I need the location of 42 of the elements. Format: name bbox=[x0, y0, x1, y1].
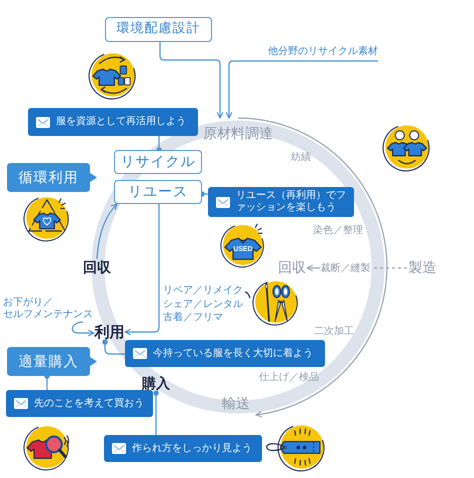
tip-banner bbox=[104, 435, 262, 462]
dashed-line bbox=[371, 267, 407, 269]
tip-banner bbox=[125, 340, 325, 367]
category-box: リユース bbox=[114, 180, 202, 204]
process-step-label: 二次加工 bbox=[313, 325, 355, 338]
tip-text: 作られ方をしっかり見よう bbox=[132, 442, 252, 454]
arrow bbox=[226, 60, 378, 119]
tip-text: 服を資源として再活用しよう bbox=[56, 116, 186, 128]
process-step-label: 仕上げ／検品 bbox=[258, 371, 320, 384]
tip-banner bbox=[208, 187, 354, 217]
tip-banner bbox=[28, 108, 198, 136]
callout-tag: 適量購入 bbox=[7, 347, 97, 376]
tip-text: 今持っている服を長く大切に着よう bbox=[153, 348, 313, 360]
tip-banner bbox=[6, 390, 153, 417]
arrow bbox=[124, 204, 160, 336]
concept-box: 環境配慮設計 bbox=[105, 17, 212, 42]
stage-label: 製造 bbox=[407, 260, 438, 277]
arrow bbox=[306, 264, 320, 272]
dot-connector bbox=[156, 136, 162, 153]
dot-connector bbox=[153, 390, 159, 435]
callout-tag: 循環利用 bbox=[7, 163, 97, 192]
arrow bbox=[238, 117, 388, 418]
arrow bbox=[72, 321, 95, 336]
stage-label: 回収 bbox=[277, 260, 307, 277]
arrow bbox=[159, 42, 224, 119]
option-note: お下がり／セルフメンテナンス bbox=[3, 297, 95, 322]
leader-line bbox=[244, 291, 251, 298]
process-step-label: 染色／整理 bbox=[312, 224, 364, 237]
phase-label: 購入 bbox=[140, 375, 172, 393]
option-list: リペア／リメイク シェア／レンタル 古着／フリマ bbox=[163, 284, 245, 325]
phase-label: 利用 bbox=[94, 323, 125, 342]
stage-label: 原材料調達 bbox=[196, 118, 280, 142]
process-step-label: 紡績 bbox=[290, 151, 312, 164]
arrow bbox=[96, 203, 118, 260]
dot-connector bbox=[102, 339, 125, 355]
process-step-label: 裁断／縫製 bbox=[320, 262, 371, 275]
tip-text: リユース（再利用）でファッションを楽しもう bbox=[236, 190, 346, 214]
tip-text: 先のことを考えて買おう bbox=[34, 398, 144, 410]
phase-label: 回収 bbox=[82, 259, 112, 278]
source-note: 他分野のリサイクル素材 bbox=[266, 46, 378, 61]
stage-label: 輸送 bbox=[216, 396, 256, 418]
category-box: リサイクル bbox=[114, 150, 202, 174]
